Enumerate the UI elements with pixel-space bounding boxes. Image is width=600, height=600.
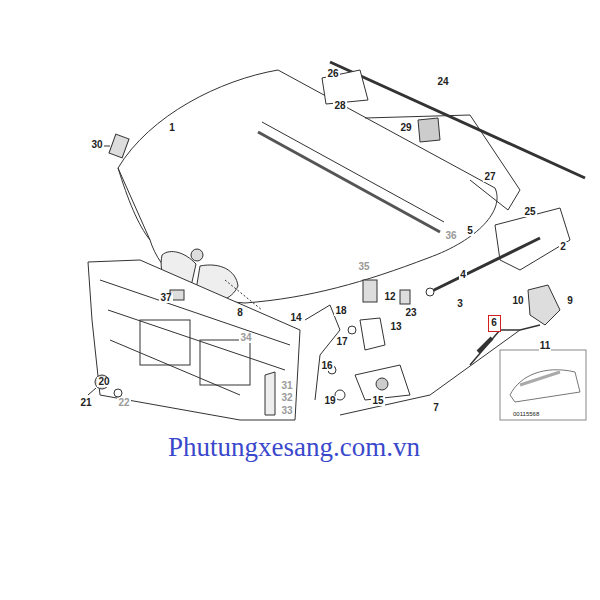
callout-number: 27 (483, 172, 496, 182)
callout-number: 35 (357, 262, 370, 272)
callout-number: 11 (539, 341, 552, 351)
callout-number: 4 (459, 270, 467, 280)
callout-number: 37 (159, 293, 172, 303)
callout-number: 32 (280, 393, 293, 403)
callout-number: 31 (280, 381, 293, 391)
callout-number: 6 (491, 318, 497, 328)
callout-number: 12 (383, 292, 396, 302)
callout-number: 19 (323, 396, 336, 406)
callout-number: 30 (90, 140, 103, 150)
callout-number: 34 (239, 333, 252, 343)
callout-number: 18 (334, 306, 347, 316)
callout-number: 21 (79, 398, 92, 408)
callout-number: 15 (371, 396, 384, 406)
callout-number: 23 (404, 308, 417, 318)
watermark: Phutungxesang.com.vn (167, 434, 421, 461)
callout-number: 16 (320, 361, 333, 371)
callout-number: 13 (389, 322, 402, 332)
drawing-code: 00115568 (512, 411, 540, 417)
callout-number: 3 (456, 299, 464, 309)
callout-number: 14 (289, 313, 302, 323)
callout-number: 17 (335, 337, 348, 347)
callout-number: 9 (566, 296, 574, 306)
highlighted-callout: 6 (488, 315, 501, 332)
callout-number: 28 (333, 101, 346, 111)
callout-number: 29 (399, 123, 412, 133)
callout-number: 26 (326, 69, 339, 79)
callout-number: 1 (168, 123, 176, 133)
callout-number: 36 (444, 231, 457, 241)
callout-number: 7 (432, 403, 440, 413)
callout-number: 22 (117, 398, 130, 408)
callout-number: 8 (236, 308, 244, 318)
callout-number: 2 (559, 242, 567, 252)
callout-number: 33 (280, 406, 293, 416)
callout-number: 10 (511, 296, 524, 306)
callout-number: 5 (466, 226, 474, 236)
callout-number: 24 (436, 77, 449, 87)
callout-number: 20 (97, 377, 110, 387)
callout-number: 25 (523, 207, 536, 217)
